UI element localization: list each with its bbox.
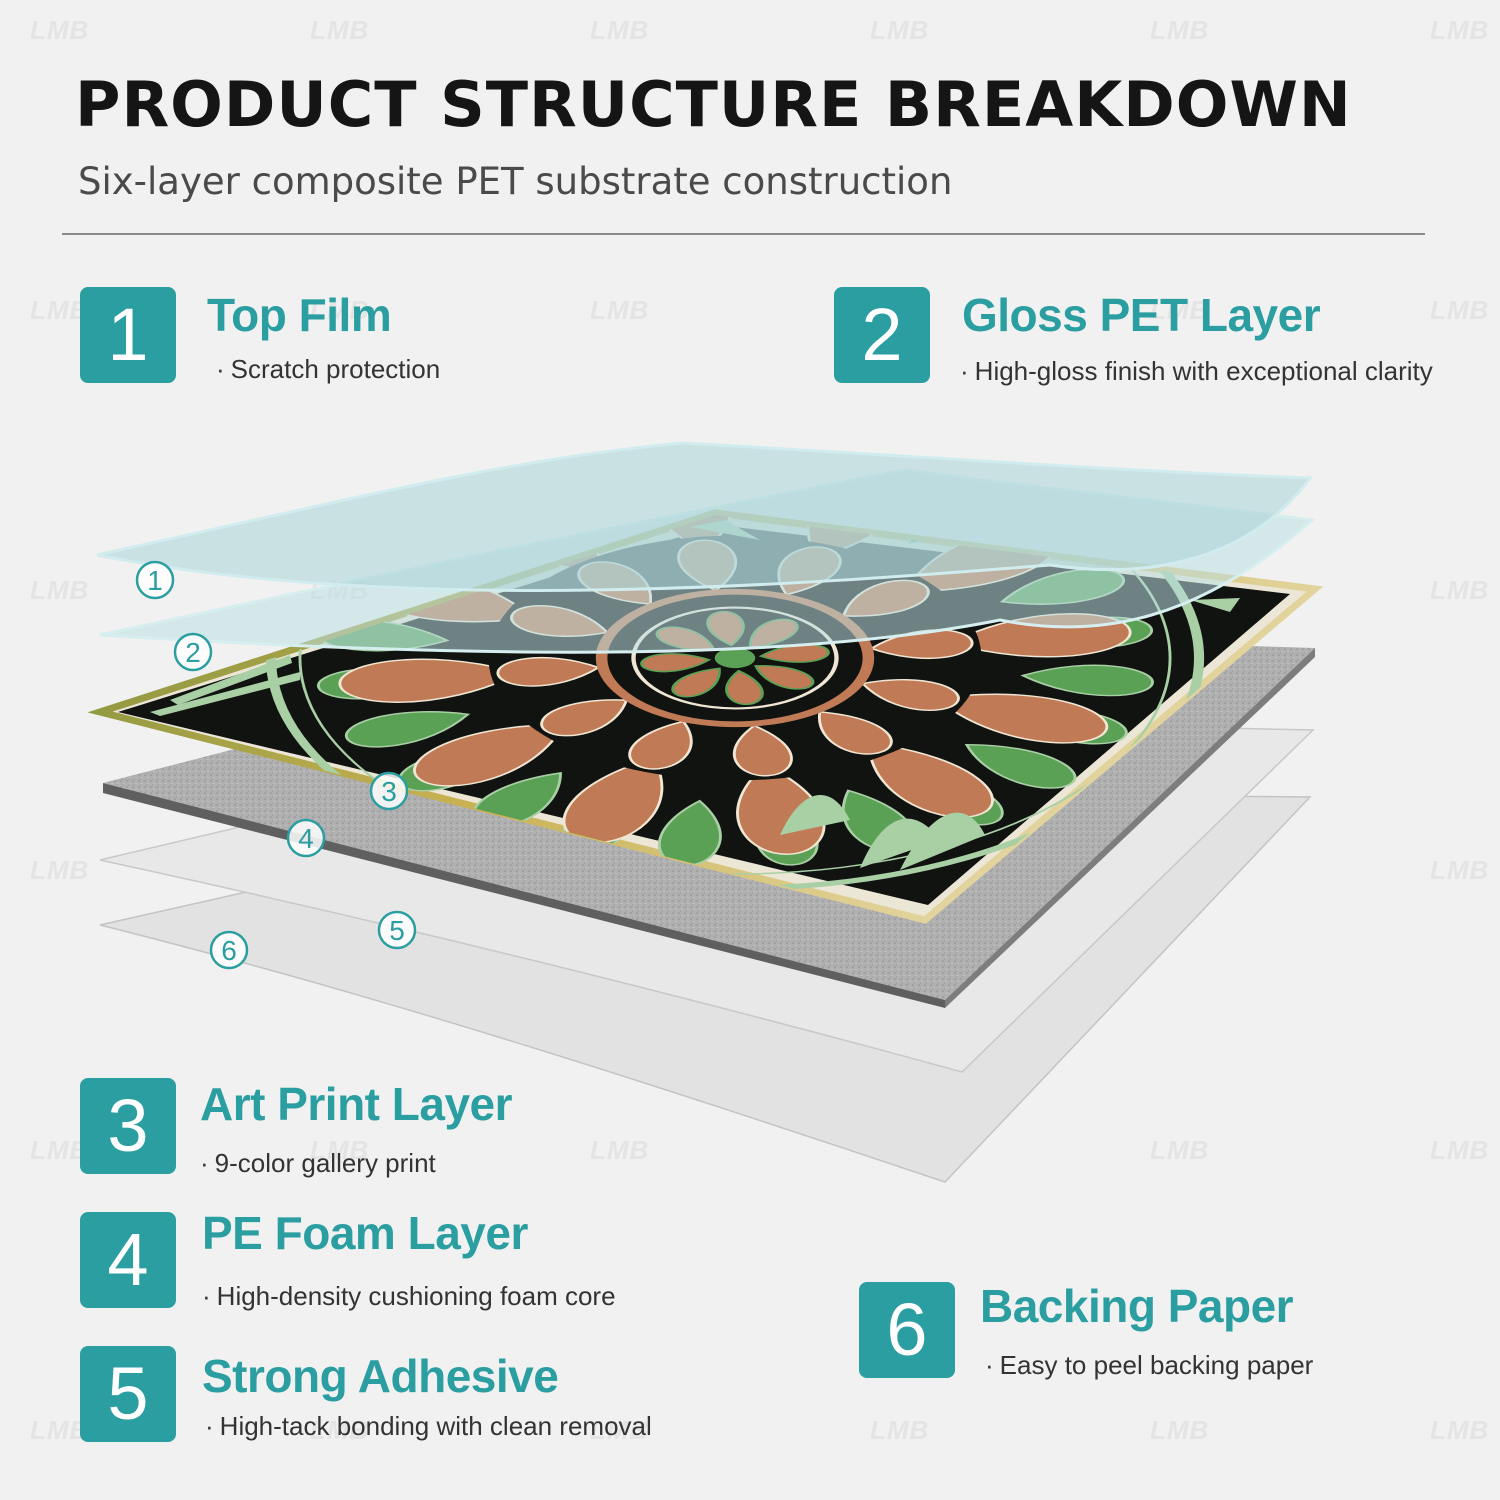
- diagram-marker-label: 3: [381, 776, 397, 807]
- layer-4-number-badge: 4: [80, 1212, 176, 1308]
- layer-1-description: ·Scratch protection: [216, 354, 441, 384]
- mandala-petal: [344, 711, 471, 748]
- layer-stack-diagram: 1 2 3 4 5 6: [87, 441, 1324, 1183]
- layer-1-title: Top Film: [207, 289, 392, 341]
- watermark-logo: LMB: [590, 1415, 650, 1445]
- layer-6-title: Backing Paper: [980, 1280, 1294, 1332]
- mandala-petal: [818, 711, 893, 755]
- watermark-logo: LMB: [30, 1135, 90, 1165]
- watermark-logo: LMB: [1430, 15, 1490, 45]
- watermark-logo: LMB: [1150, 15, 1210, 45]
- layer-6-number-badge: 6: [859, 1282, 955, 1378]
- diagram-marker-label: 1: [147, 565, 163, 596]
- watermark-logo: LMB: [30, 15, 90, 45]
- layer-4-description: ·High-density cushioning foam core: [202, 1281, 616, 1311]
- watermark-logo: LMB: [1150, 295, 1210, 325]
- diagram-marker-2: 2: [173, 632, 213, 672]
- watermark-logo: LMB: [1430, 295, 1490, 325]
- watermark-logo: LMB: [30, 575, 90, 605]
- diagram-marker-3: 3: [369, 771, 409, 811]
- layer-3-title: Art Print Layer: [200, 1078, 513, 1130]
- mandala-petal: [964, 743, 1077, 789]
- diagram-marker-label: 4: [298, 823, 314, 854]
- mandala-petal: [338, 658, 522, 703]
- watermark-logo: LMB: [30, 295, 90, 325]
- watermark-logo: LMB: [30, 1415, 90, 1445]
- watermark-logo: LMB: [590, 1135, 650, 1165]
- diagram-markers: 1 2 3 4 5 6: [135, 560, 417, 970]
- diagram-marker-label: 2: [185, 637, 201, 668]
- page-title: PRODUCT STRUCTURE BREAKDOWN: [75, 68, 1352, 141]
- layer-3-number-badge: 3: [80, 1078, 176, 1174]
- diagram-marker-label: 6: [221, 935, 237, 966]
- watermark-logo: LMB: [1430, 575, 1490, 605]
- mandala-petal: [1020, 664, 1154, 697]
- mandala-petal: [754, 665, 815, 690]
- mandala-petal: [413, 723, 566, 787]
- diagram-marker-4: 4: [286, 818, 326, 858]
- layer-2-title: Gloss PET Layer: [962, 289, 1321, 341]
- watermark-logo: LMB: [590, 15, 650, 45]
- mandala-petal: [628, 720, 693, 770]
- top-film: [96, 441, 1313, 592]
- watermark-logo: LMB: [1430, 1135, 1490, 1165]
- layer-5-title: Strong Adhesive: [202, 1350, 559, 1402]
- watermark-logo: LMB: [870, 1415, 930, 1445]
- layer-2-description: ·High-gloss finish with exceptional clar…: [960, 356, 1433, 386]
- mandala-petal: [867, 742, 994, 818]
- mandala-petal: [671, 667, 721, 698]
- watermark-logo: LMB: [310, 295, 370, 325]
- page-subtitle: Six-layer composite PET substrate constr…: [78, 160, 953, 203]
- watermark-logo: LMB: [870, 15, 930, 45]
- watermark-logo: LMB: [310, 1415, 370, 1445]
- layer-4-title: PE Foam Layer: [202, 1207, 528, 1259]
- mandala-petal: [725, 669, 764, 706]
- mandala-petal: [540, 699, 629, 737]
- diagram-marker-1: 1: [135, 560, 175, 600]
- mandala-petal: [732, 724, 793, 777]
- watermark-logo: LMB: [1430, 855, 1490, 885]
- diagram-marker-6: 6: [209, 930, 249, 970]
- layer-5-description: ·High-tack bonding with clean removal: [205, 1411, 652, 1441]
- mandala-petal: [934, 693, 1109, 744]
- mandala-petal: [640, 653, 712, 673]
- watermark-logo: LMB: [310, 1135, 370, 1165]
- watermark-logo: LMB: [310, 15, 370, 45]
- layer-6-description: ·Easy to peel backing paper: [985, 1350, 1314, 1380]
- watermark-logo: LMB: [1150, 1415, 1210, 1445]
- watermark-logo: LMB: [1430, 1415, 1490, 1445]
- mandala-petal: [496, 656, 601, 687]
- watermark-logo: LMB: [590, 295, 650, 325]
- diagram-marker-label: 5: [389, 915, 405, 946]
- layer-3-description: ·9-color gallery print: [200, 1148, 436, 1178]
- layer-2-number-badge: 2: [834, 287, 930, 383]
- layer-5-number-badge: 5: [80, 1346, 176, 1442]
- mandala-petal: [860, 679, 960, 711]
- header-divider: [62, 233, 1425, 235]
- watermark-logo: LMB: [30, 855, 90, 885]
- watermark-logo: LMB: [1150, 1135, 1210, 1165]
- layer-1-number-badge: 1: [80, 287, 176, 383]
- diagram-marker-5: 5: [377, 910, 417, 950]
